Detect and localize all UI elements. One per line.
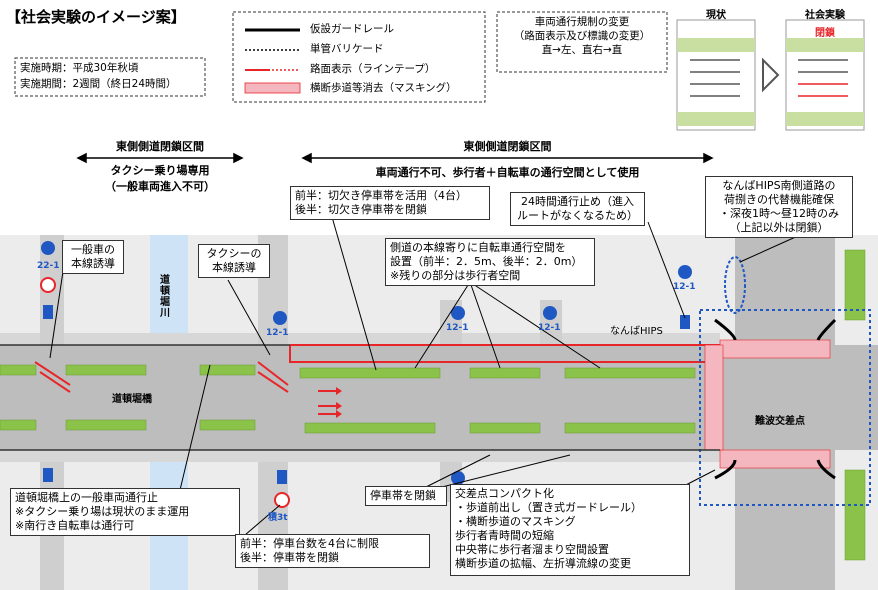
callout-compact-line5: 中央帯に歩行者溜まり空間設置: [455, 543, 609, 556]
callout-no-entry-line2: ルートがなくなるため）: [517, 209, 638, 222]
callout-compact: 交差点コンパクト化 ・歩道前出し（置き式ガードレール） ・横断歩道のマスキング …: [450, 484, 690, 576]
legend-item-barricade: 単管バリケード: [310, 43, 384, 55]
label-river: 道頓堀川: [160, 275, 170, 319]
callout-taxi-line1: タクシーの: [206, 247, 262, 260]
callout-leaders: [49, 209, 801, 536]
east-section-sub: 車両通行不可、歩行者＋自転車の通行空間として使用: [375, 166, 640, 179]
regulation-line2: （路面表示及び標識の変更）: [513, 30, 651, 42]
callout-bridge-stop-line2: ※タクシー乗り場は現状のまま運用: [15, 505, 190, 518]
median-green: [0, 249, 866, 561]
callout-taxi-line2: 本線誘導: [212, 261, 256, 274]
callout-compact-line4: 歩行者青時間の短縮: [455, 529, 554, 542]
callout-general-line1: 一般車の: [71, 243, 115, 256]
comparison-current: [676, 19, 756, 131]
callout-stop-lane: 前半：切欠き停車帯を活用（4台） 後半：切欠き停車帯を閉鎖: [290, 186, 490, 220]
callout-bike-line3: ※残りの部分は歩行者空間: [390, 269, 521, 282]
callout-bike: 側道の本線寄りに自転車通行空間を 設置（前半：2．5m、後半：2．0m） ※残り…: [385, 238, 595, 286]
west-section-sub2: （一般車両進入不可）: [105, 180, 215, 193]
road-signs: [40, 241, 692, 508]
west-section-title: 東側側道閉鎖区間: [116, 140, 204, 153]
callout-bike-line2: 設置（前半：2．5m、後半：2．0m）: [390, 255, 583, 268]
callout-limit: 前半：停車台数を4台に制限 後半：停車帯を閉鎖: [235, 534, 430, 568]
legend-item-line-tape: 路面表示（ラインテープ）: [310, 63, 436, 75]
intersection-boundary: [699, 309, 871, 506]
callout-general: 一般車の 本線誘導: [62, 240, 124, 274]
callout-bridge-stop-line3: ※南行き自転車は通行可: [15, 519, 135, 532]
label-current: 現状: [706, 10, 726, 21]
callout-hips-line1: なんばHIPS南側道路の: [722, 179, 836, 192]
period-line2: 実施期間：2週間（終日24時間）: [20, 78, 177, 90]
crosswalk-masking: [704, 339, 831, 469]
east-section-title: 東側側道閉鎖区間: [463, 140, 552, 153]
label-sign-12a: 12-1: [266, 328, 289, 338]
callout-stop-lane-line1: 前半：切欠き停車帯を活用（4台）: [295, 189, 467, 202]
callout-hips: なんばHIPS南側道路の 荷捌きの代替機能確保 ・深夜1時～昼12時のみ （上記…: [705, 176, 853, 238]
label-closed: 閉鎖: [815, 28, 835, 39]
callout-hips-line3: ・深夜1時～昼12時のみ: [719, 207, 839, 220]
label-sign-12d: 12-1: [673, 282, 696, 292]
callout-bridge-stop: 道頓堀橋上の一般車両通行止 ※タクシー乗り場は現状のまま運用 ※南行き自転車は通…: [10, 488, 240, 536]
comparison-experiment: [785, 19, 865, 131]
callout-stop-lane-line2: 後半：切欠き停車帯を閉鎖: [295, 203, 427, 216]
label-bridge: 道頓堀橋: [112, 394, 152, 405]
callout-bike-line1: 側道の本線寄りに自転車通行空間を: [390, 241, 566, 254]
callout-bridge-stop-line1: 道頓堀橋上の一般車両通行止: [15, 491, 158, 504]
west-section-sub1: タクシー乗り場専用: [110, 164, 210, 177]
callout-compact-line3: ・横断歩道のマスキング: [455, 515, 576, 528]
label-hips: なんばHIPS: [610, 326, 663, 337]
legend-item-guardrail: 仮設ガードレール: [310, 23, 394, 35]
callout-limit-line1: 前半：停車台数を4台に制限: [240, 537, 379, 550]
callout-close-stop: 停車帯を閉鎖: [365, 486, 447, 506]
closure-lines: [34, 344, 720, 393]
comparison-arrow: [762, 57, 780, 93]
callout-no-entry-line1: 24時間通行止め（進入: [521, 195, 634, 208]
callout-close-stop-line1: 停車帯を閉鎖: [370, 489, 436, 502]
label-sign-12b: 12-1: [446, 323, 469, 333]
page-title: 【社会実験のイメージ案】: [6, 8, 186, 26]
callout-hips-line4: （上記以外は閉鎖）: [729, 221, 829, 234]
callout-general-line2: 本線誘導: [71, 257, 115, 270]
main-road: [0, 345, 720, 450]
label-sign-22: 22-1: [37, 261, 60, 271]
callout-taxi: タクシーの 本線誘導: [198, 244, 270, 278]
callout-no-entry: 24時間通行止め（進入 ルートがなくなるため）: [510, 192, 645, 226]
regulation-line1: 車両通行規制の変更: [534, 16, 630, 28]
label-sign-3t: 積3t: [268, 513, 288, 523]
callout-compact-line6: 横断歩道の拡幅、左折導流線の変更: [455, 557, 631, 570]
legend-swatches: [232, 11, 486, 103]
label-experiment: 社会実験: [805, 10, 845, 21]
period-line1: 実施時期：平成30年秋頃: [20, 62, 139, 74]
label-sign-12c: 12-1: [538, 323, 561, 333]
callout-hips-line2: 荷捌きの代替機能確保: [724, 193, 834, 206]
lane-arrows: [318, 387, 342, 418]
callout-limit-line2: 後半：停車帯を閉鎖: [240, 551, 339, 564]
callout-compact-line1: 交差点コンパクト化: [455, 487, 554, 500]
callout-compact-line2: ・歩道前出し（置き式ガードレール）: [455, 501, 642, 514]
legend-item-masking: 横断歩道等消去（マスキング）: [310, 82, 457, 94]
regulation-line3: 直→左、直右→直: [541, 44, 623, 56]
label-intersection: 難波交差点: [755, 416, 805, 427]
